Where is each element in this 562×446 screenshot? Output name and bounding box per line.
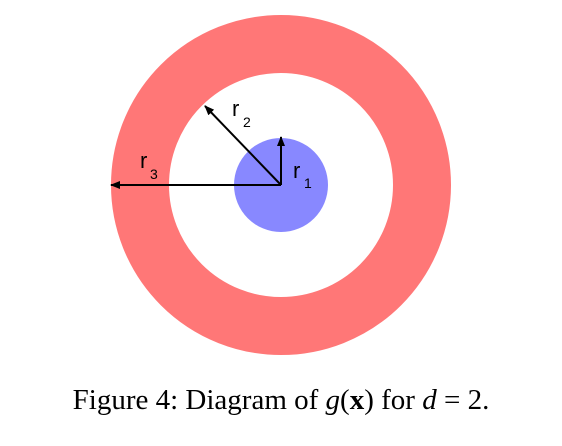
label-r3-base: r	[140, 148, 147, 173]
label-r1: r 1	[293, 158, 312, 191]
caption-close-paren: )	[364, 384, 374, 416]
figure-caption: Figure 4: Diagram of g(x) for d = 2.	[0, 384, 562, 417]
label-r2: r 2	[232, 96, 251, 130]
caption-dimension: d	[422, 384, 437, 416]
label-r2-sub: 2	[243, 114, 251, 130]
caption-variable: x	[349, 384, 365, 416]
label-r1-base: r	[293, 158, 300, 183]
caption-prefix: Figure 4: Diagram of	[72, 384, 326, 416]
ring-diagram: r 1 r 2 r 3	[110, 15, 451, 355]
caption-open-paren: (	[340, 384, 350, 416]
label-r2-base: r	[232, 96, 239, 121]
label-r3-sub: 3	[150, 166, 158, 182]
label-r3: r 3	[140, 148, 158, 182]
label-r1-sub: 1	[304, 175, 312, 191]
caption-middle: for	[373, 384, 423, 416]
caption-function: g	[325, 384, 341, 416]
arrow-r2	[204, 105, 282, 186]
caption-equals: = 2.	[436, 384, 490, 416]
